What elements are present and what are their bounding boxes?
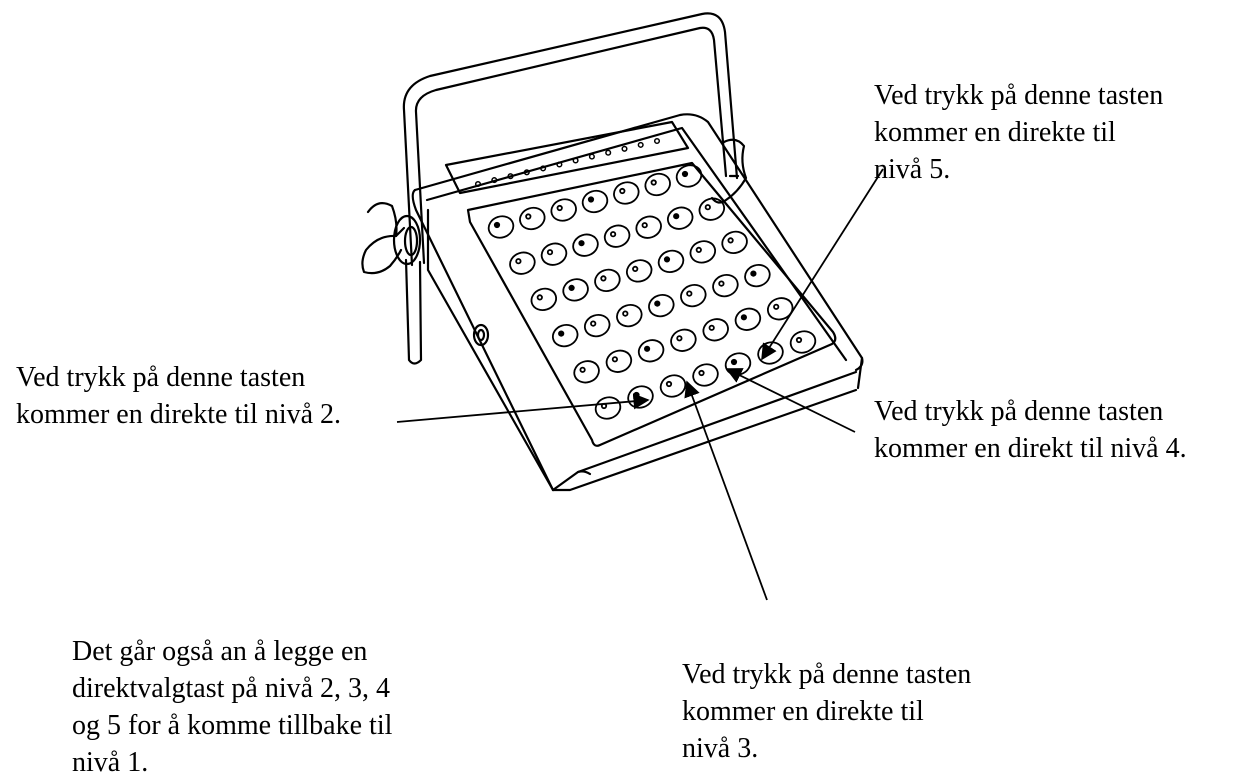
keypad-key <box>581 189 609 214</box>
keypad-key <box>635 215 662 239</box>
keypad-key <box>734 307 762 331</box>
indicator-leds <box>474 137 661 188</box>
caption-level1-note: Det går også an å legge en direktvalgtas… <box>72 633 392 781</box>
handle-inner <box>414 26 728 265</box>
indicator-led-icon <box>523 169 530 176</box>
keypad-key <box>721 230 748 255</box>
indicator-led-icon <box>556 161 563 168</box>
indicator-led-icon <box>653 137 661 145</box>
keypad-key <box>550 198 577 222</box>
keypad-key <box>744 263 771 288</box>
leader-level3 <box>684 380 768 601</box>
caption-level5: Ved trykk på denne tasten kommer en dire… <box>874 77 1163 188</box>
key-grid <box>487 164 817 420</box>
caption-line: Det går også an å legge en <box>72 636 368 667</box>
indicator-led-icon <box>637 141 644 148</box>
keypad-key <box>605 349 633 373</box>
keypad-key <box>675 164 703 188</box>
housing-right-edge <box>856 356 864 390</box>
keypad-key <box>583 313 611 338</box>
caption-line: og 5 for å komme tillbake til <box>72 710 393 741</box>
keypad-key <box>530 287 558 312</box>
keypad-key <box>625 259 653 283</box>
indicator-strip <box>444 120 690 195</box>
keypad-key <box>616 303 643 328</box>
indicator-led-icon <box>507 173 514 180</box>
handle-outer <box>402 12 739 267</box>
keypad-plate <box>466 161 837 447</box>
indicator-led-icon <box>621 145 628 152</box>
caption-line: Ved trykk på denne tasten <box>16 362 306 393</box>
keypad-key <box>757 341 784 365</box>
keypad-key <box>712 273 739 298</box>
indicator-led-icon <box>540 165 547 172</box>
caption-line: kommer en direkte til nivå 2. <box>16 399 342 430</box>
keypad-key <box>519 206 546 231</box>
leader-level5 <box>761 168 884 361</box>
keypad-key <box>573 360 600 384</box>
keypad-key <box>603 224 631 248</box>
keypad-key <box>572 233 599 257</box>
housing-front-top <box>551 470 592 492</box>
caption-line: Ved trykk på denne tasten <box>682 659 972 690</box>
housing-front-bottom <box>551 388 858 492</box>
leader-level4 <box>725 368 856 433</box>
indicator-led-icon <box>588 153 595 160</box>
caption-line: kommer en direkte til <box>874 117 1116 148</box>
keypad-key <box>637 339 665 363</box>
keypad-key <box>540 242 568 266</box>
keypad-key <box>613 181 640 205</box>
keypad-key <box>487 215 515 239</box>
keypad-key <box>670 328 697 352</box>
caption-line: kommer en direkte til <box>682 696 924 727</box>
keypad-key <box>551 323 579 348</box>
keypad-key <box>789 330 817 354</box>
caption-level4: Ved trykk på denne tasten kommer en dire… <box>874 393 1187 467</box>
keypad-key <box>692 363 719 387</box>
keypad-key <box>657 249 685 274</box>
keypad-key <box>627 385 654 409</box>
keypad-key <box>509 251 536 275</box>
left-knob-icon <box>361 201 422 275</box>
keypad-key <box>644 172 671 197</box>
caption-line: Ved trykk på denne tasten <box>874 80 1164 111</box>
keypad-key <box>666 206 694 230</box>
caption-line: nivå 3. <box>682 733 759 764</box>
indicator-led-icon <box>605 149 612 156</box>
indicator-led-icon <box>474 180 482 188</box>
keypad-key <box>562 278 589 302</box>
caption-level2: Ved trykk på denne tasten kommer en dire… <box>16 359 341 433</box>
caption-line: Ved trykk på denne tasten <box>874 396 1164 427</box>
indicator-led-icon <box>491 177 498 184</box>
side-connector-icon <box>472 323 490 347</box>
keypad-key <box>659 374 687 398</box>
keypad-key <box>689 240 717 264</box>
keypad-key <box>698 197 726 221</box>
keypad-key <box>594 268 621 293</box>
keypad-key <box>648 293 675 318</box>
leader-level2 <box>396 393 650 423</box>
keypad-key <box>702 318 729 342</box>
housing-left-side <box>411 188 555 492</box>
caption-level3: Ved trykk på denne tasten kommer en dire… <box>682 656 971 767</box>
indicator-led-icon <box>572 157 579 164</box>
caption-line: nivå 5. <box>874 154 951 185</box>
keypad-key <box>766 297 794 321</box>
caption-line: direktvalgtast på nivå 2, 3, 4 <box>72 673 391 704</box>
keypad-key <box>680 283 707 308</box>
left-rod <box>404 258 423 365</box>
keypad-key <box>594 396 622 420</box>
housing-bottom-lip <box>576 370 858 474</box>
housing-left-face <box>426 208 555 492</box>
caption-line: nivå 1. <box>72 747 149 778</box>
caption-line: kommer en direkt til nivå 4. <box>874 433 1187 464</box>
